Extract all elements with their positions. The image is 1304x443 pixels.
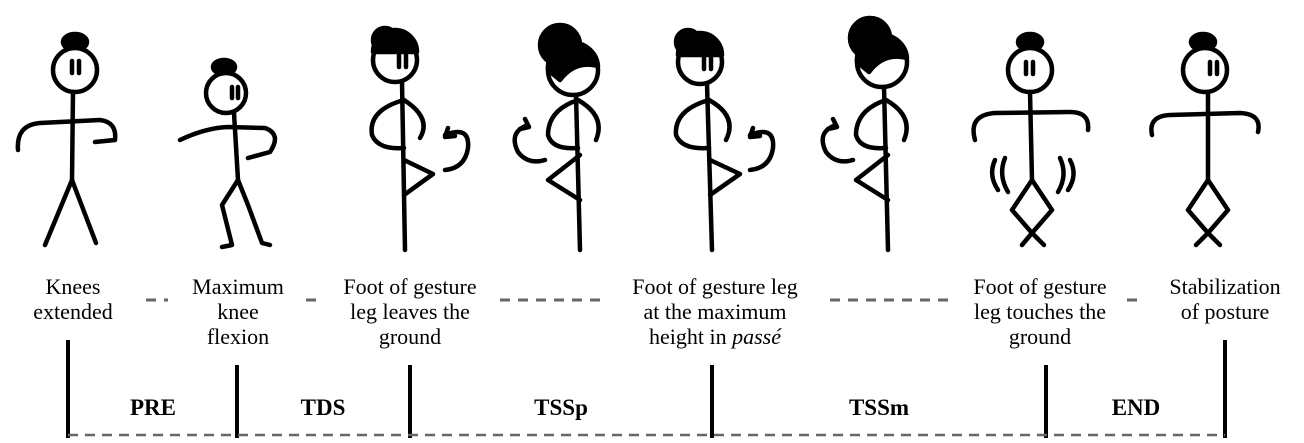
stick-figure-passe-2 <box>676 30 773 250</box>
phase-label-end: END <box>1112 395 1161 421</box>
event-label-foot-max-height: Foot of gesture leg at the maximum heigh… <box>604 274 826 349</box>
phase-label-tssp: TSSp <box>534 395 588 421</box>
timeline-markers <box>68 340 1225 438</box>
event-label-foot-leaves-ground: Foot of gesture leg leaves the ground <box>322 274 498 349</box>
stick-figure-passe-3 <box>823 18 907 250</box>
stick-figure-knees-extended <box>18 34 115 245</box>
event-label-knees-extended: Knees extended <box>14 274 132 324</box>
stick-figure-foot-leaves-ground <box>372 28 469 250</box>
phase-label-tssm: TSSm <box>849 395 909 421</box>
event-label-stabilization: Stabilization of posture <box>1150 274 1300 324</box>
stick-figure-knee-flexion <box>180 60 275 247</box>
phase-label-pre: PRE <box>130 395 176 421</box>
event-label-foot-touches-ground: Foot of gesture leg touches the ground <box>954 274 1126 349</box>
stick-figure-passe-1 <box>515 25 599 250</box>
stick-figure-stabilization <box>1151 34 1258 245</box>
phase-label-tds: TDS <box>301 395 346 421</box>
stick-figure-landing <box>974 34 1089 245</box>
event-label-maximum-knee-flexion: Maximum knee flexion <box>172 274 304 349</box>
